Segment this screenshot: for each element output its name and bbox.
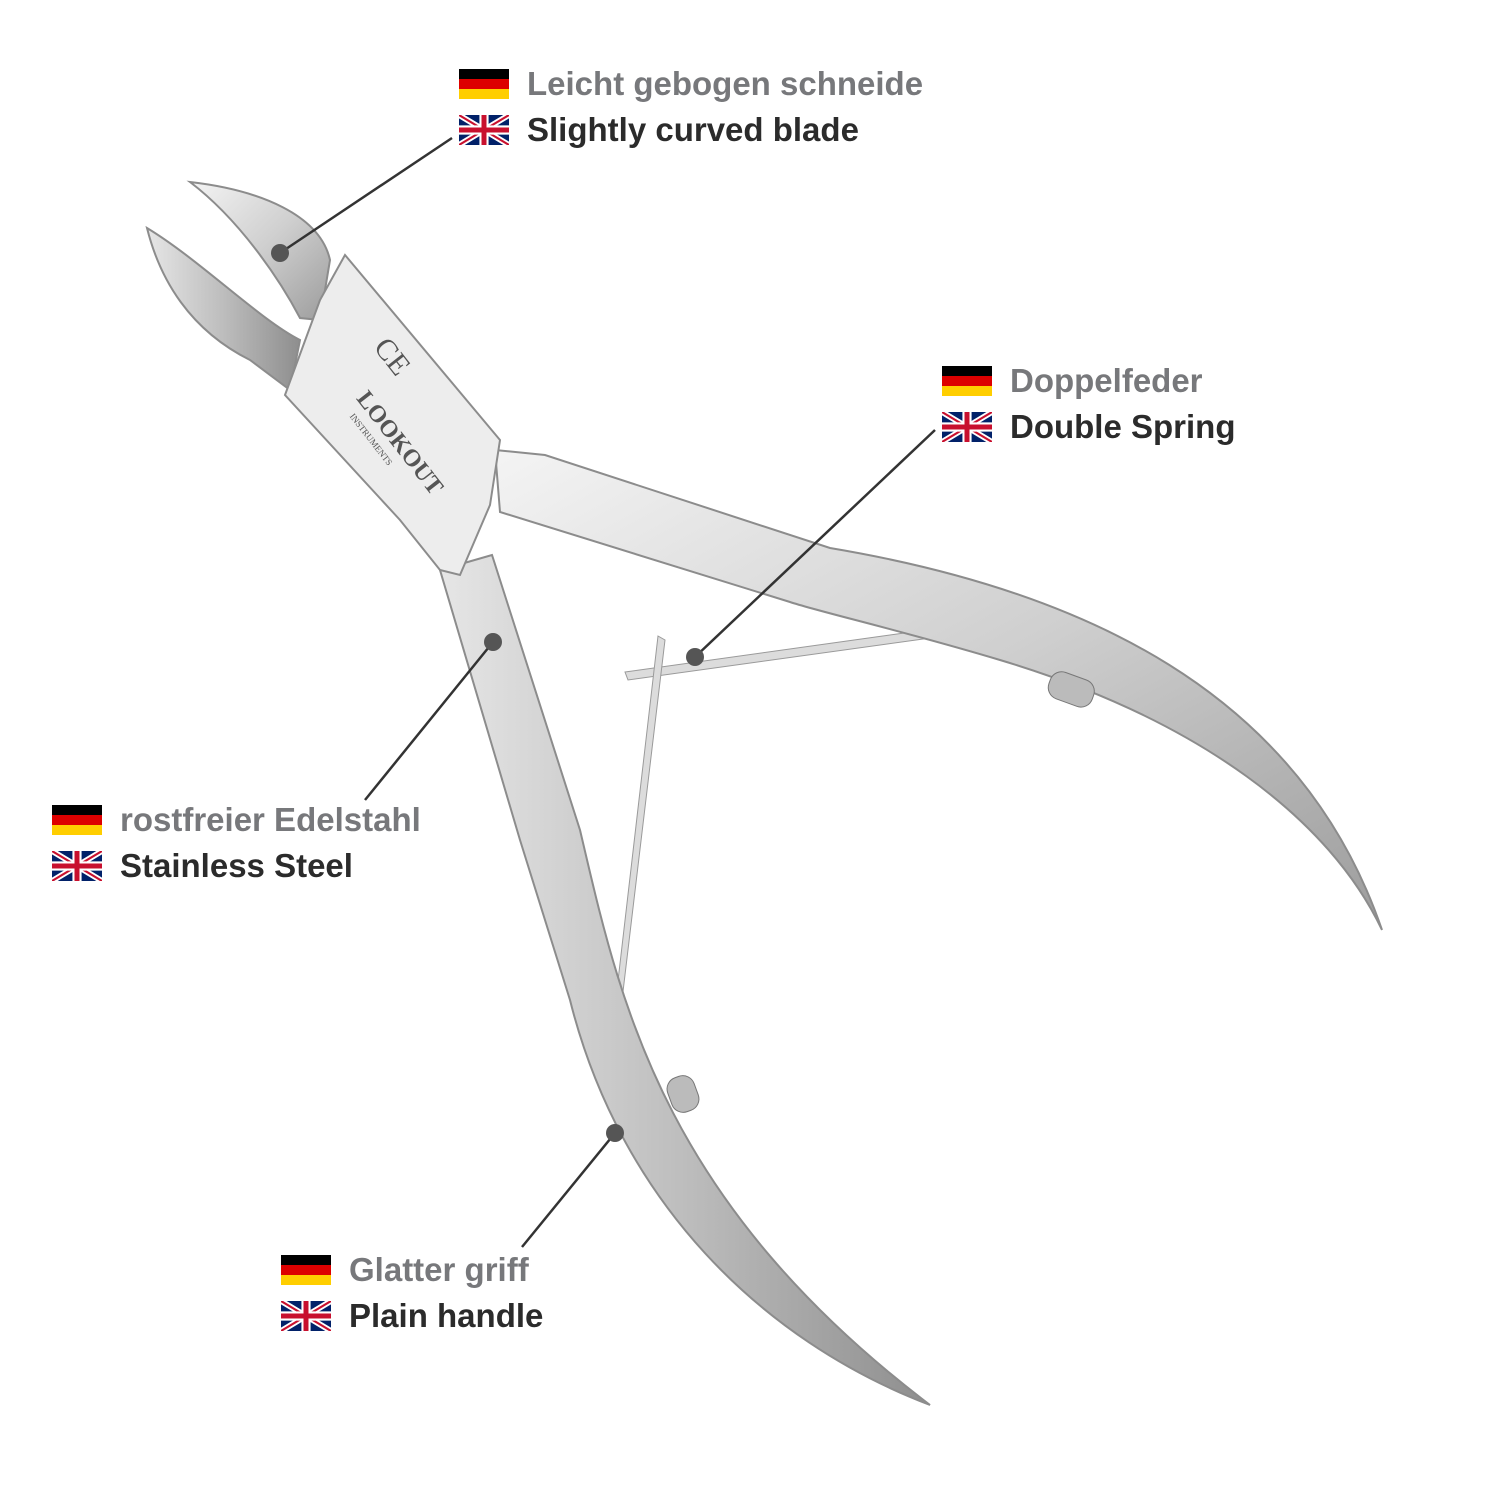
- leader-lines: [271, 136, 936, 1248]
- uk-flag-icon: [942, 412, 992, 442]
- callout-material: rostfreier Edelstahl Stainless Steel: [52, 801, 421, 884]
- spring-rivet: [666, 1075, 700, 1113]
- right-handle: [493, 448, 1383, 931]
- label-english: Slightly curved blade: [527, 111, 859, 148]
- uk-flag-icon: [281, 1301, 331, 1331]
- uk-flag-icon: [52, 851, 102, 881]
- callout-handle: Glatter griff Plain handle: [281, 1251, 544, 1334]
- german-flag-icon: [459, 69, 509, 99]
- german-flag-icon: [281, 1255, 331, 1285]
- callout-spring: Doppelfeder Double Spring: [942, 362, 1236, 445]
- label-english: Plain handle: [349, 1297, 544, 1334]
- double-spring: [615, 627, 946, 1001]
- label-german: rostfreier Edelstahl: [120, 801, 421, 838]
- uk-flag-icon: [459, 115, 509, 145]
- german-flag-icon: [942, 366, 992, 396]
- joint-head: [283, 253, 502, 577]
- german-flag-icon: [52, 805, 102, 835]
- label-german: Doppelfeder: [1010, 362, 1203, 399]
- label-german: Glatter griff: [349, 1251, 529, 1288]
- label-german: Leicht gebogen schneide: [527, 65, 924, 102]
- callout-blade: Leicht gebogen schneide Slightly curved …: [459, 65, 924, 148]
- label-english: Stainless Steel: [120, 847, 353, 884]
- label-english: Double Spring: [1010, 408, 1236, 445]
- spring-rivet: [1047, 671, 1095, 708]
